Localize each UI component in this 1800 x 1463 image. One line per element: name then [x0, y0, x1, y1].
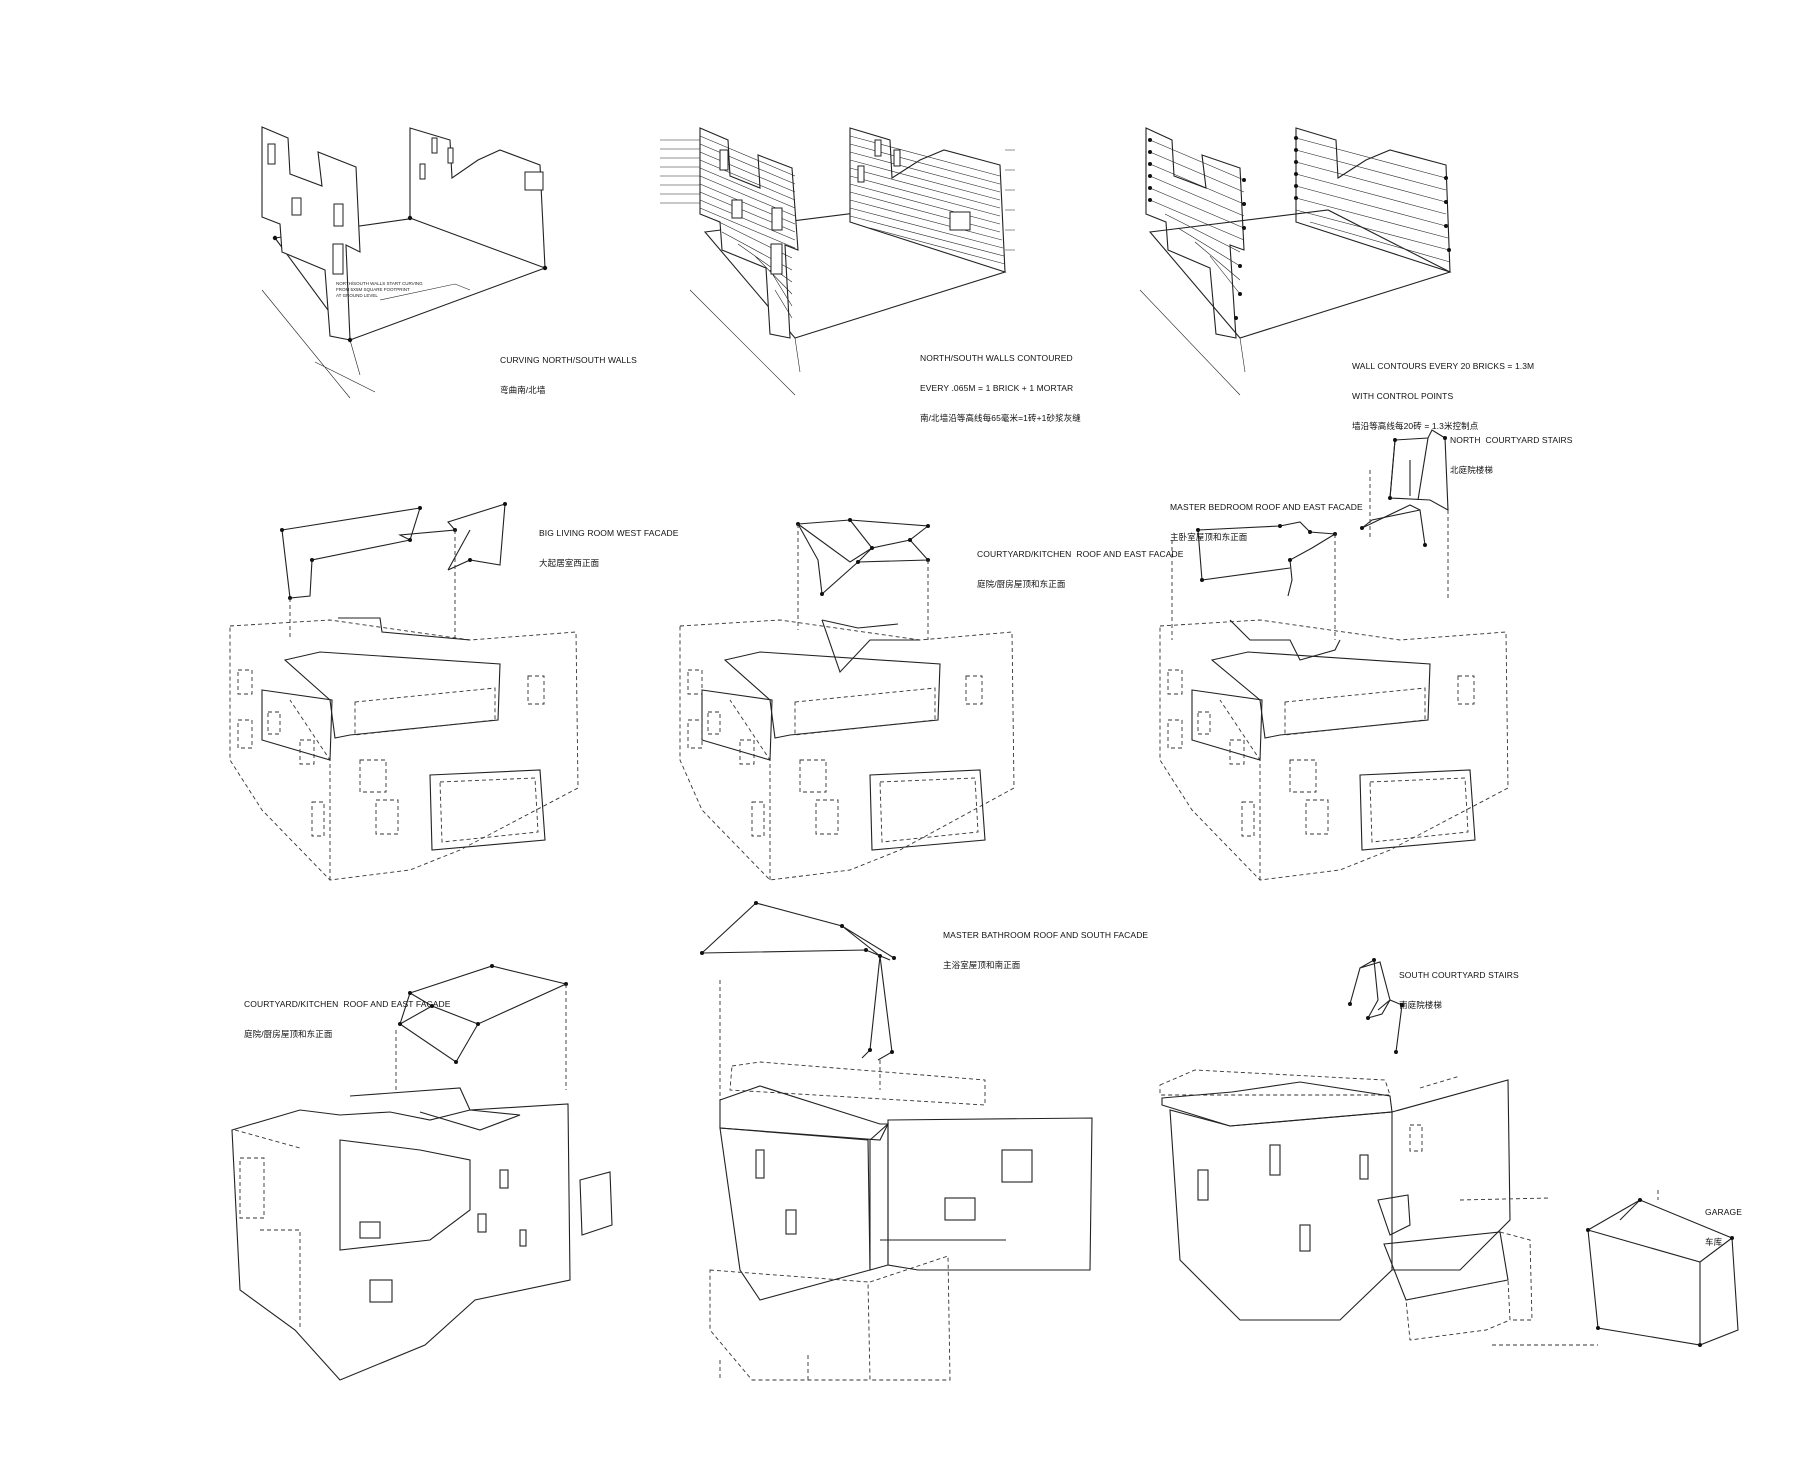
west-wall-outline [1145, 127, 1245, 339]
house-massing-bathroom [709, 1061, 1093, 1381]
caption-line-en: BIG LIVING ROOM WEST FACADE [539, 528, 679, 538]
control-outline [701, 902, 895, 1061]
caption-curving-walls: CURVING NORTH/SOUTH WALLS 弯曲南/北墙 [500, 335, 637, 405]
south-stairs-outline [1349, 959, 1403, 1053]
contour-lines-east [849, 135, 1006, 265]
panel-courtyard-kitchen-1 [679, 518, 1015, 881]
panel-south-stairs-garage [1159, 958, 1739, 1347]
contour-lines-west [699, 135, 796, 319]
caption-line-zh: 南/北墙沿等高线每65毫米=1砖+1砂浆灰缝 [920, 413, 1081, 423]
panel-control-points [1139, 127, 1452, 396]
house-massing-kitchen [231, 1087, 613, 1381]
caption-courtyard-kitchen-1: COURTYARD/KITCHEN ROOF AND EAST FACADE 庭… [977, 529, 1184, 599]
caption-line-zh: 墙沿等高线每20砖 = 1.3米控制点 [1352, 421, 1479, 431]
caption-line-zh: 南庭院楼梯 [1399, 1000, 1443, 1010]
house-massing-south [1159, 1069, 1551, 1341]
house-massing-living [229, 619, 579, 881]
svg-text:AT GROUND LEVEL: AT GROUND LEVEL [336, 293, 378, 298]
garage-outline [1492, 1190, 1739, 1347]
caption-line-en-2: EVERY .065M = 1 BRICK + 1 MORTAR [920, 383, 1074, 393]
panel-curving-walls: NORTH/SOUTH WALLS START CURVING FROM 5X5… [261, 126, 548, 399]
caption-line-zh: 主浴室屋顶和南正面 [943, 960, 1021, 970]
caption-line-zh: 北庭院楼梯 [1450, 465, 1494, 475]
caption-line-zh: 大起居室西正面 [539, 558, 600, 568]
west-wall [261, 126, 361, 341]
panel-master-bedroom [1159, 429, 1509, 881]
panel-master-bathroom [700, 901, 1093, 1381]
caption-line-zh: 弯曲南/北墙 [500, 385, 546, 395]
caption-north-stairs: NORTH COURTYARD STAIRS 北庭院楼梯 [1450, 415, 1573, 485]
caption-line-zh: 车库 [1705, 1237, 1723, 1247]
caption-line-en: WALL CONTOURS EVERY 20 BRICKS = 1.3M [1352, 361, 1535, 371]
svg-text:NORTH/SOUTH WALLS START CURVIN: NORTH/SOUTH WALLS START CURVING [336, 281, 423, 286]
panel-living-room [229, 502, 579, 881]
caption-master-bathroom: MASTER BATHROOM ROOF AND SOUTH FACADE 主浴… [943, 910, 1148, 980]
panel-contoured-walls [660, 127, 1015, 396]
caption-control-points: WALL CONTOURS EVERY 20 BRICKS = 1.3M WIT… [1352, 341, 1534, 441]
north-stairs [1360, 429, 1449, 600]
caption-line-en: GARAGE [1705, 1207, 1742, 1217]
caption-garage: GARAGE 车库 [1705, 1187, 1742, 1257]
house-massing-bedroom [1159, 619, 1509, 881]
caption-line-en-2: WITH CONTROL POINTS [1352, 391, 1454, 401]
svg-text:FROM 5X5M SQUARE FOOTPRINT: FROM 5X5M SQUARE FOOTPRINT [336, 287, 410, 292]
caption-line-en: SOUTH COURTYARD STAIRS [1399, 970, 1519, 980]
control-points [1148, 136, 1451, 320]
caption-line-en: NORTH/SOUTH WALLS CONTOURED [920, 353, 1073, 363]
caption-line-en: MASTER BATHROOM ROOF AND SOUTH FACADE [943, 930, 1149, 940]
contour-tags-right [1005, 149, 1015, 251]
east-wall [409, 127, 546, 269]
panel-courtyard-kitchen-2 [231, 964, 613, 1381]
caption-south-stairs: SOUTH COURTYARD STAIRS 南庭院楼梯 [1399, 950, 1519, 1020]
control-outline [797, 519, 930, 596]
caption-line-zh: 庭院/厨房屋顶和东正面 [244, 1029, 333, 1039]
control-outline [281, 503, 506, 599]
caption-line-en: NORTH COURTYARD STAIRS [1450, 435, 1573, 445]
east-wall-contoured [849, 127, 1006, 273]
east-wall-outline [1295, 127, 1451, 273]
caption-line-zh: 庭院/厨房屋顶和东正面 [977, 579, 1066, 589]
contour-tags-left [660, 139, 700, 204]
caption-master-bedroom: MASTER BEDROOM ROOF AND EAST FACADE 主卧室屋… [1170, 482, 1363, 552]
caption-contoured-walls: NORTH/SOUTH WALLS CONTOURED EVERY .065M … [920, 333, 1081, 433]
caption-line-en: COURTYARD/KITCHEN ROOF AND EAST FACADE [244, 999, 451, 1009]
west-wall-contoured [699, 127, 799, 339]
caption-line-zh: 主卧室屋顶和东正面 [1170, 532, 1248, 542]
caption-courtyard-kitchen-2: COURTYARD/KITCHEN ROOF AND EAST FACADE 庭… [244, 979, 451, 1049]
caption-line-en: COURTYARD/KITCHEN ROOF AND EAST FACADE [977, 549, 1184, 559]
house-massing-courtyard [679, 619, 1015, 881]
caption-line-en: MASTER BEDROOM ROOF AND EAST FACADE [1170, 502, 1363, 512]
control-point-lines [1149, 137, 1451, 295]
caption-living-room: BIG LIVING ROOM WEST FACADE 大起居室西正面 [539, 508, 679, 578]
caption-line-en: CURVING NORTH/SOUTH WALLS [500, 355, 637, 365]
